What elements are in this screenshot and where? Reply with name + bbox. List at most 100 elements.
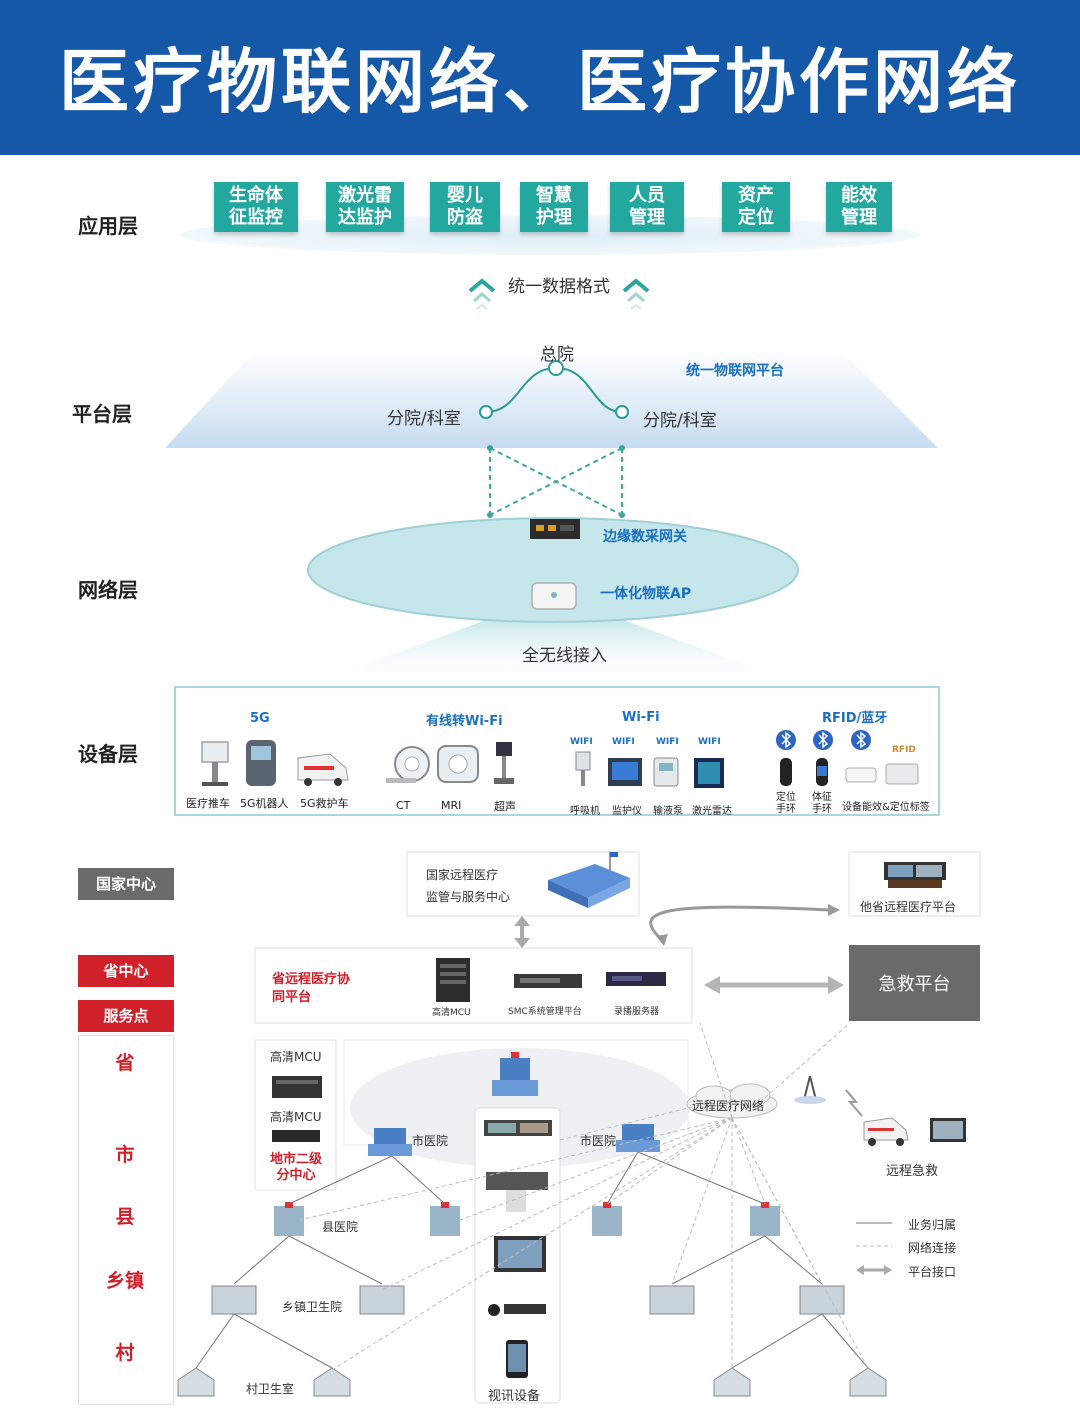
- device-label: 超声: [494, 800, 516, 813]
- app-staff-management[interactable]: 人员 管理: [610, 182, 684, 232]
- app-energy-management[interactable]: 能效 管理: [826, 182, 892, 232]
- level-county: 县: [115, 1206, 135, 1228]
- remote-network-label: 远程医疗网络: [692, 1099, 765, 1113]
- up-arrow-icon: [622, 278, 650, 310]
- city-hospital-right-label: 市医院: [580, 1134, 617, 1148]
- group-wifi: Wi-Fi: [622, 710, 660, 725]
- device-label: 监护仪: [612, 806, 642, 817]
- group-5g: 5G: [250, 711, 270, 726]
- wireless-access-label: 全无线接入: [522, 646, 607, 666]
- page-title: 医疗物联网络、医疗协作网络: [59, 41, 1021, 123]
- app-infant-security[interactable]: 婴儿 防盗: [430, 182, 500, 232]
- national-center-label: 国家远程医疗 监管与服务中心: [426, 868, 511, 904]
- bluetooth-icon: [813, 730, 833, 750]
- emergency-platform-box: [849, 945, 980, 1021]
- ultrasound-icon: [494, 742, 514, 784]
- level-city: 市: [115, 1144, 135, 1166]
- device-label: CT: [396, 799, 411, 812]
- hospital-building-icon: [368, 1128, 412, 1156]
- device-label: 设备能效&定位标签: [842, 802, 930, 813]
- device-label: 呼吸机: [570, 806, 600, 817]
- double-arrow-icon: [704, 976, 844, 994]
- hospital-building-icon: [616, 1124, 660, 1152]
- device-label: 激光雷达: [692, 806, 732, 817]
- bluetooth-icon: [776, 730, 796, 750]
- province-center-tag: 省中心: [78, 955, 174, 987]
- camera-icon: [488, 1304, 546, 1316]
- legend-business: 业务归属: [908, 1218, 957, 1232]
- village-label: 村卫生室: [246, 1382, 295, 1396]
- double-arrow-icon: [856, 1265, 892, 1275]
- bluetooth-icon: [851, 730, 871, 750]
- device-label: 5G机器人: [240, 797, 289, 810]
- video-terminal-icon: [884, 862, 946, 888]
- lidar-icon: [694, 758, 724, 788]
- device-label: 5G救护车: [300, 797, 349, 810]
- ap-label: 一体化物联AP: [600, 586, 692, 602]
- gateway-icon: [530, 519, 580, 539]
- ventilator-icon: [575, 751, 591, 786]
- county-hospital-label: 县医院: [322, 1220, 359, 1234]
- app-asset-location[interactable]: 资产 定位: [722, 182, 790, 232]
- ap-icon: [531, 582, 577, 610]
- app-vital-signs[interactable]: 生命体 征监控: [214, 182, 298, 232]
- video-terminal-icon: [484, 1120, 552, 1136]
- recorder-server-icon: [606, 972, 666, 986]
- wifi-tag: WIFI: [656, 737, 679, 747]
- app-lidar-monitor[interactable]: 激光雷 达监护: [326, 182, 404, 232]
- mobile-phone-icon: [506, 1340, 528, 1378]
- remote-emergency-label: 远程急救: [886, 1164, 939, 1179]
- smc-server-icon: [514, 974, 582, 988]
- device-label: 体征 手环: [812, 792, 832, 815]
- device-label: 输液泵: [653, 806, 683, 817]
- rfid-tag: RFID: [892, 745, 916, 755]
- patient-monitor-icon: [608, 758, 642, 786]
- level-province: 省: [115, 1052, 135, 1074]
- hd-mcu-icon: [272, 1130, 320, 1142]
- signal-tower-icon: [794, 1075, 863, 1117]
- double-arrow-icon: [514, 916, 530, 948]
- hq-node: [548, 360, 564, 376]
- video-terminal-icon: [930, 1118, 966, 1142]
- header-banner: 医疗物联网络、医疗协作网络: [0, 0, 1080, 155]
- national-building-icon: [548, 852, 630, 908]
- medical-cart-icon: [201, 741, 229, 786]
- energy-location-tag-icon: [845, 763, 919, 785]
- city-hospital-left-label: 市医院: [412, 1134, 449, 1148]
- legend-network: 网络连接: [908, 1241, 957, 1255]
- group-wired-wifi: 有线转Wi-Fi: [426, 714, 503, 729]
- left-mcu-label: 高清MCU: [270, 1050, 322, 1064]
- wifi-tag: WIFI: [570, 737, 593, 747]
- infusion-pump-icon: [653, 757, 679, 787]
- level-village: 村: [115, 1342, 135, 1364]
- township-label: 乡镇卫生院: [282, 1300, 343, 1314]
- ambulance-icon: [297, 753, 349, 786]
- branch-node: [479, 405, 493, 419]
- platform-diagram: [165, 350, 938, 518]
- ambulance-icon: [863, 1117, 909, 1146]
- up-arrow-icon: [468, 278, 496, 310]
- device-label: 医疗推车: [186, 797, 230, 810]
- ct-icon: [386, 746, 430, 783]
- layer-label-network: 网络层: [78, 578, 138, 602]
- city-subcenter-box: [254, 1039, 337, 1191]
- video-terminal-icon: [486, 1172, 548, 1212]
- hd-mcu-label: 高清MCU: [432, 1008, 471, 1018]
- emergency-platform-label: 急救平台: [878, 974, 951, 995]
- layer-label-app: 应用层: [78, 214, 138, 238]
- recorder-label: 录播服务器: [614, 1007, 660, 1017]
- layer-label-device: 设备层: [78, 742, 138, 766]
- hd-mcu-icon: [272, 1076, 322, 1098]
- city-subcenter-label: 地市二级 分中心: [269, 1152, 322, 1183]
- app-smart-nursing[interactable]: 智慧 护理: [520, 182, 588, 232]
- level-column: [78, 1035, 174, 1405]
- network-diagram: [307, 517, 800, 685]
- hq-label: 总院: [540, 345, 574, 365]
- branch-left-label: 分院/科室: [387, 409, 461, 429]
- level-township: 乡镇: [105, 1270, 144, 1292]
- location-wristband-icon: [780, 758, 792, 786]
- legend-platform-interface: 平台接口: [908, 1265, 957, 1279]
- national-center-tag: 国家中心: [78, 868, 174, 900]
- layer-label-platform: 平台层: [72, 402, 132, 426]
- group-rfid-bluetooth: RFID/蓝牙: [822, 711, 888, 726]
